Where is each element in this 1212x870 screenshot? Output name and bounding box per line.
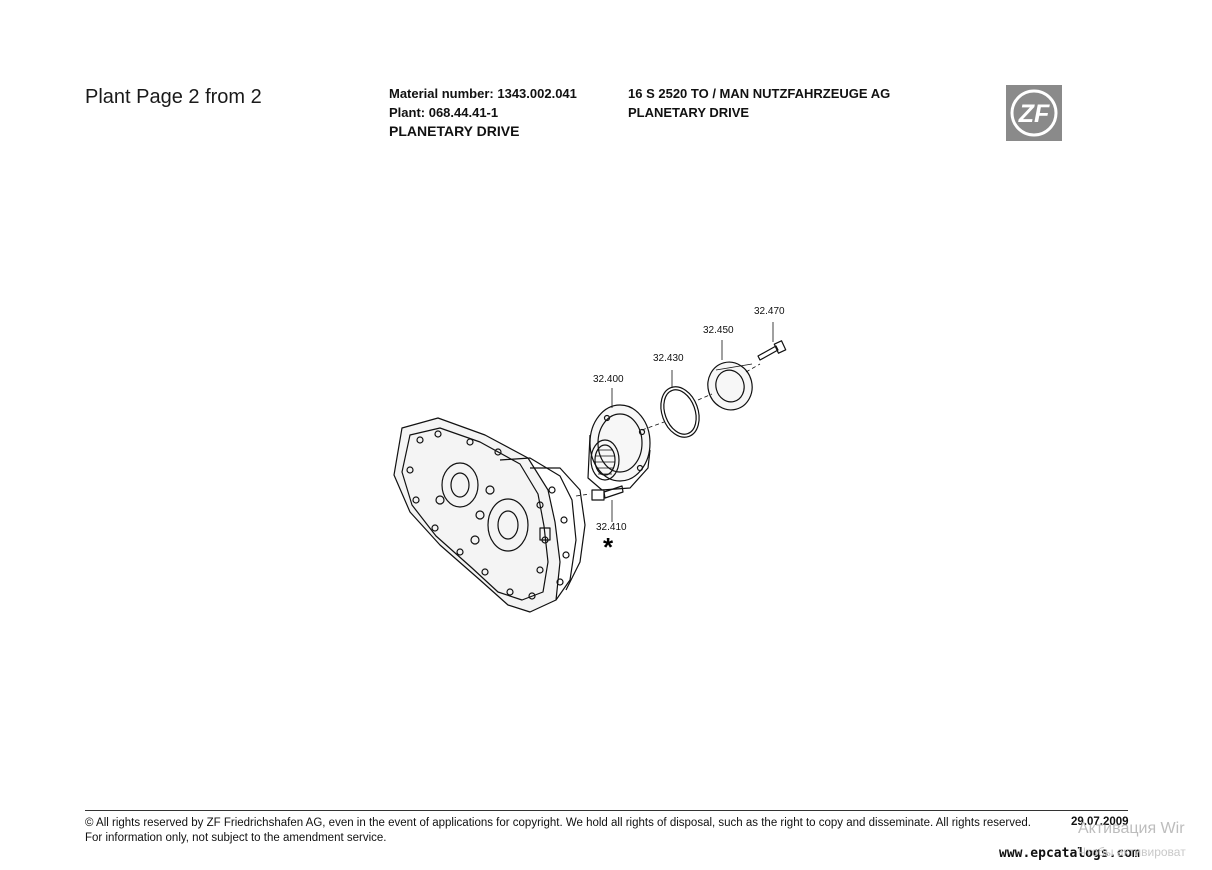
logo-text: ZF [1018,100,1050,128]
plant-number: Plant: 068.44.41-1 [389,105,499,120]
footer-divider [85,810,1128,811]
exploded-view-drawing [393,322,787,613]
model-subtitle: PLANETARY DRIVE [628,105,750,120]
o-ring-drawing [660,386,700,438]
material-info: Material number: 1343.002.041 Plant: 068… [389,84,577,141]
parts-diagram: 32.470 32.450 32.430 32.400 32.410 * [380,300,810,630]
material-number: Material number: 1343.002.041 [389,86,577,101]
callout-32450: 32.450 [703,325,734,336]
callout-32430: 32.430 [653,353,684,364]
group-title: PLANETARY DRIVE [389,123,520,139]
cover-drawing [707,361,753,411]
model-name: 16 S 2520 TO / MAN NUTZFAHRZEUGE AG [628,86,891,101]
footer-date: 29.07.2009 [1071,816,1129,828]
footer-text: © All rights reserved by ZF Friedrichsha… [85,816,1031,846]
windows-activation-title: Активация Wir [1078,820,1185,837]
callout-32470: 32.470 [754,306,785,317]
model-info: 16 S 2520 TO / MAN NUTZFAHRZEUGE AG PLAN… [628,84,890,122]
callout-32410: 32.410 [596,522,627,533]
flange-drawing [587,404,651,491]
copyright-text: © All rights reserved by ZF Friedrichsha… [85,817,1031,829]
bolt-bottom-drawing [591,485,624,501]
information-notice: For information only, not subject to the… [85,832,387,844]
windows-activation-subtitle: Чтобы активироват [1078,845,1186,859]
zf-logo: ZF [1006,85,1062,141]
site-watermark: www.epcatalogs.com [999,846,1140,861]
asterisk-marker: * [603,532,614,562]
page-title: Plant Page 2 from 2 [85,86,262,108]
housing-drawing [393,417,586,613]
bolt-top-drawing [757,340,787,361]
callout-32400: 32.400 [593,374,624,385]
